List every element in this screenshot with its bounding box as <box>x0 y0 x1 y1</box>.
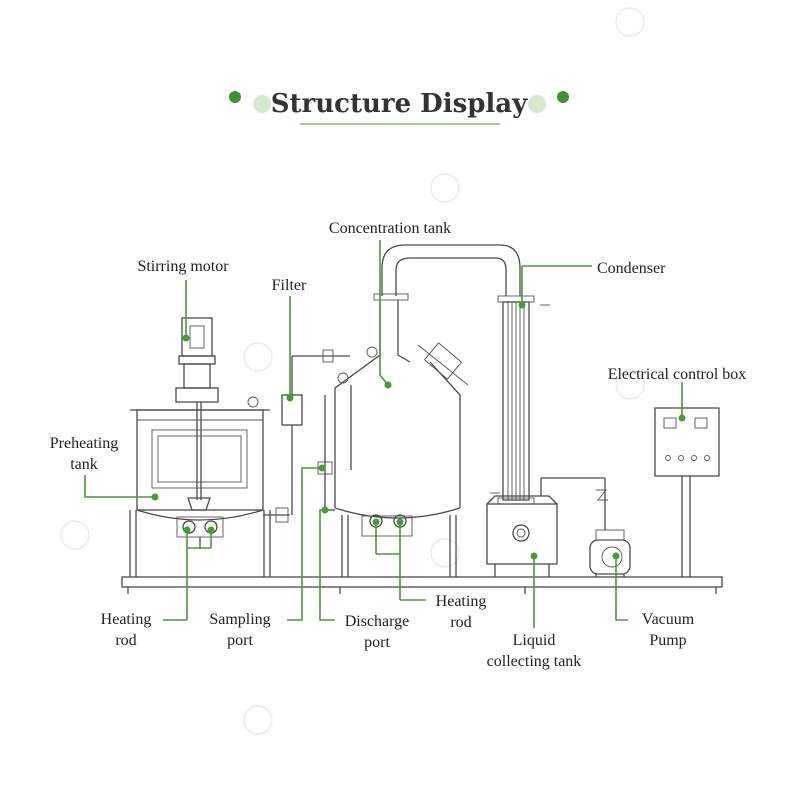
liquid-collecting-tank-drawing <box>486 477 608 577</box>
title-dot-light-left <box>253 95 271 113</box>
label-electrical-control-box: Electrical control box <box>608 366 747 383</box>
label-preheating-tank-line1: Preheating <box>50 435 118 452</box>
label-heating-rod-right-line1: Heating <box>436 593 487 610</box>
label-heating-rod-right-line2: rod <box>450 614 471 631</box>
label-preheating-tank-line2: tank <box>70 456 98 473</box>
concentration-tank-drawing <box>317 244 521 577</box>
filter-drawing <box>281 349 350 515</box>
label-vacuum-pump-line1: Vacuum <box>642 611 695 628</box>
label-liquid-collecting-tank-line1: Liquid <box>513 632 556 649</box>
vacuum-pump-drawing <box>589 529 631 577</box>
label-vacuum-pump-line2: Pump <box>649 632 686 649</box>
electrical-control-box-drawing <box>654 407 720 577</box>
label-stirring-motor: Stirring motor <box>137 258 229 275</box>
leader-lines <box>84 240 683 628</box>
condenser-drawing <box>490 295 550 505</box>
preheating-tank-drawing <box>129 317 290 577</box>
labels: Concentration tank Stirring motor Filter… <box>50 220 747 670</box>
title-group: Structure Display <box>229 89 569 125</box>
label-heating-rod-left-line1: Heating <box>101 611 152 628</box>
base-frame <box>121 576 723 594</box>
label-heating-rod-left-line2: rod <box>115 632 136 649</box>
label-discharge-port-line1: Discharge <box>345 613 410 630</box>
label-concentration-tank: Concentration tank <box>329 220 451 237</box>
watermark <box>60 7 645 735</box>
page-title: Structure Display <box>271 89 528 119</box>
title-dot-light-right <box>528 95 546 113</box>
label-discharge-port-line2: port <box>364 634 390 651</box>
label-filter: Filter <box>272 277 307 294</box>
title-dot-dark-right <box>557 91 569 103</box>
label-condenser: Condenser <box>597 260 666 277</box>
leader-dots <box>151 301 686 560</box>
label-liquid-collecting-tank-line2: collecting tank <box>487 653 582 670</box>
label-sampling-port-line2: port <box>227 632 253 649</box>
title-dot-dark-left <box>229 91 241 103</box>
label-sampling-port-line1: Sampling <box>209 611 270 628</box>
